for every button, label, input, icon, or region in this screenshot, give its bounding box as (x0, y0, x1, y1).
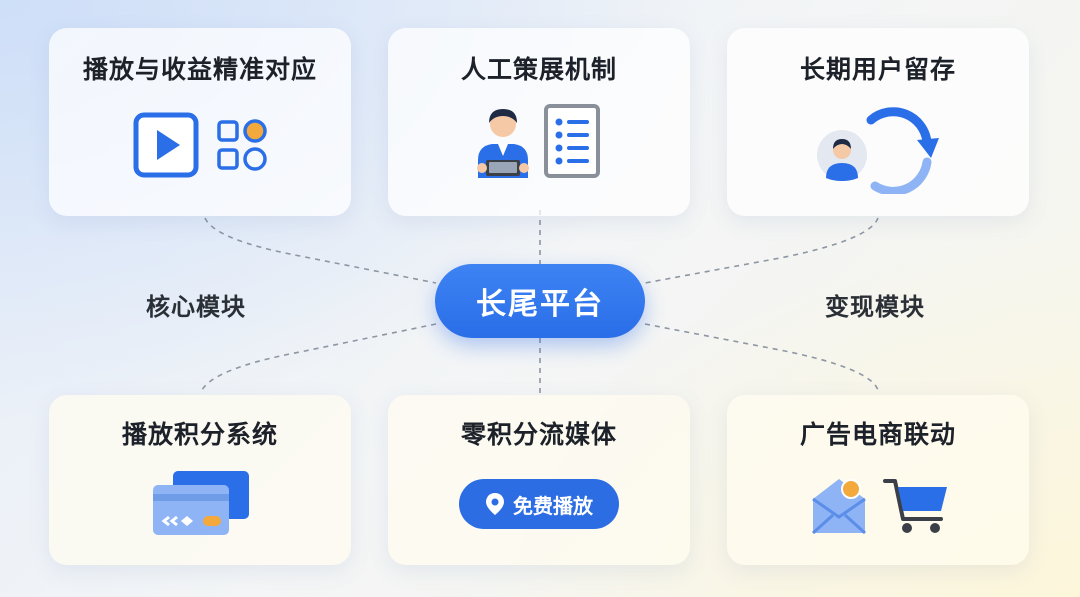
card-user-retention: 长期用户留存 (727, 28, 1029, 216)
card-ad-ecommerce: 广告电商联动 (727, 395, 1029, 565)
card-title: 广告电商联动 (727, 415, 1029, 451)
card-title: 长期用户留存 (727, 50, 1029, 86)
connector-bottom-left (202, 324, 436, 390)
connector-top-right (645, 218, 878, 283)
free-play-label: 免费播放 (513, 490, 593, 519)
stacked-cards-icon (151, 467, 251, 539)
connector-bottom-right (645, 324, 878, 390)
card-playback-points: 播放积分系统 (49, 395, 351, 565)
card-playback-revenue: 播放与收益精准对应 (49, 28, 351, 216)
center-node-long-tail-platform: 长尾平台 (435, 264, 645, 338)
monetization-module-label: 变现模块 (825, 287, 925, 322)
play-button-icon (133, 112, 199, 178)
card-curation: 人工策展机制 (388, 28, 690, 216)
card-title: 人工策展机制 (388, 50, 690, 86)
free-play-button[interactable]: 免费播放 (459, 479, 619, 529)
card-zero-points-streaming: 零积分流媒体 免费播放 (388, 395, 690, 565)
shopping-cart-icon (883, 475, 951, 535)
connector-top-left (205, 218, 436, 283)
card-title: 播放积分系统 (49, 415, 351, 451)
ad-envelope-icon (809, 475, 869, 537)
location-pin-icon (485, 492, 505, 516)
card-title: 零积分流媒体 (388, 415, 690, 451)
checklist-document-icon (542, 102, 602, 180)
grid-apps-icon (215, 118, 271, 174)
card-title: 播放与收益精准对应 (49, 50, 351, 86)
curator-person-icon (472, 102, 534, 180)
core-module-label: 核心模块 (146, 287, 246, 322)
refresh-cycle-icon (855, 100, 939, 194)
